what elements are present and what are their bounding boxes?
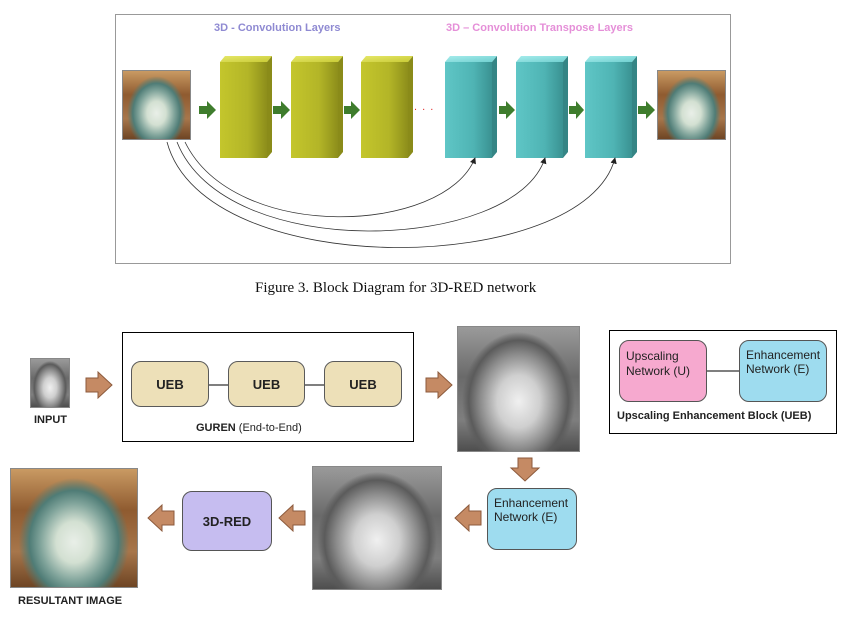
figure3-frame xyxy=(115,14,731,264)
input-image-fig3 xyxy=(122,70,191,140)
green-arrows xyxy=(199,101,655,119)
conv-layers-header: 3D - Convolution Layers xyxy=(214,22,341,34)
ueb-block-2: UEB xyxy=(228,361,305,407)
ueb-legend-frame xyxy=(609,330,837,434)
transpose-layer-block-3 xyxy=(585,56,637,158)
conv-layer-block-2 xyxy=(291,56,343,158)
enhancement-network-box: Enhancement Network (E) xyxy=(487,488,577,550)
input-label: INPUT xyxy=(34,414,67,426)
transpose-layer-block-1 xyxy=(445,56,497,158)
transpose-layers-header: 3D – Convolution Transpose Layers xyxy=(446,22,634,34)
ueb-block-1: UEB xyxy=(131,361,209,407)
ellipsis-dots: . . . xyxy=(414,101,435,113)
upscaled-gray-image xyxy=(457,326,580,452)
3d-red-box: 3D-RED xyxy=(182,491,272,551)
output-image-fig3 xyxy=(657,70,726,140)
guren-label: GUREN (End-to-End) xyxy=(196,422,302,434)
figure3-caption: Figure 3. Block Diagram for 3D-RED netwo… xyxy=(255,280,537,296)
ueb-legend-title: Upscaling Enhancement Block (UEB) xyxy=(617,410,812,422)
ueb-block-3: UEB xyxy=(324,361,402,407)
transpose-layer-block-2 xyxy=(516,56,568,158)
enhanced-gray-image xyxy=(312,466,442,590)
guren-label-bold: GUREN xyxy=(196,422,236,434)
guren-frame xyxy=(122,332,414,442)
figure3-diagram xyxy=(166,56,655,248)
resultant-image-label: RESULTANT IMAGE xyxy=(18,595,123,607)
resultant-image xyxy=(10,468,138,588)
guren-label-rest: (End-to-End) xyxy=(235,422,302,434)
input-image xyxy=(30,358,70,408)
upscaling-network-box: Upscaling Network (U) xyxy=(619,340,707,402)
conv-layer-block-1 xyxy=(220,56,272,158)
skip-connection-1 xyxy=(184,141,476,218)
enhancement-network-legend-box: Enhancement Network (E) xyxy=(739,340,827,402)
conv-layer-block-3 xyxy=(361,56,413,158)
skip-connection-2 xyxy=(176,141,547,232)
